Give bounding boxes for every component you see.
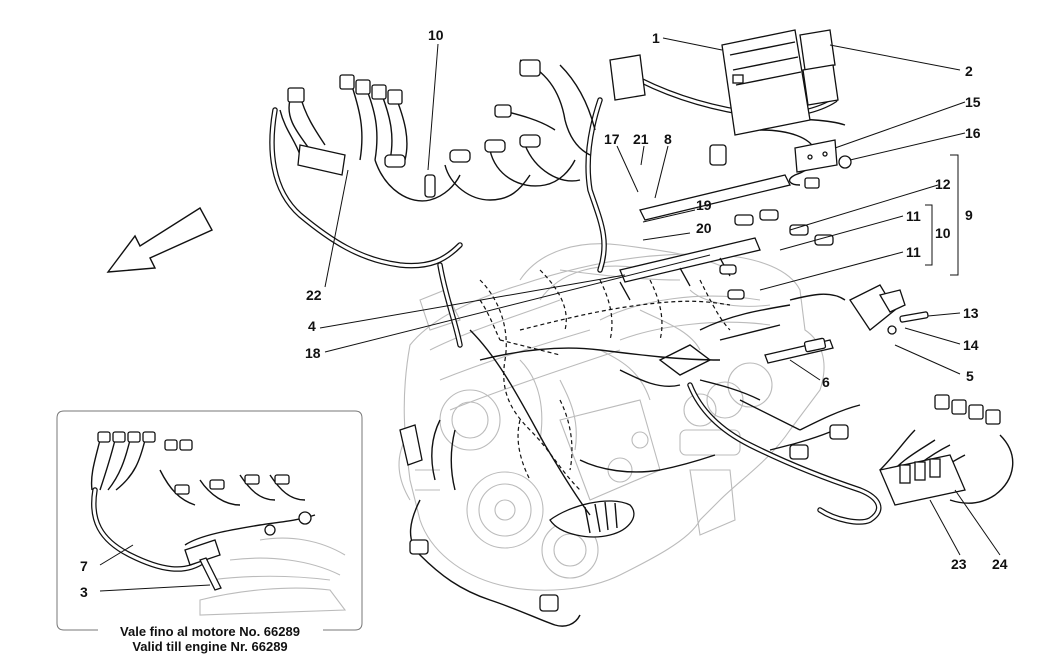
engine-block (398, 243, 825, 591)
callout-10b: 10 (935, 225, 951, 241)
bracket-15 (794, 139, 838, 173)
inset-panel: 7 3 Vale fino al motore No. 66289 Valid … (56, 410, 363, 654)
leader-lines (319, 37, 1001, 556)
callout-6: 6 (822, 374, 830, 390)
callout-23: 23 (951, 556, 967, 572)
main-wiring-harness (269, 77, 882, 525)
callout-12: 12 (935, 176, 951, 192)
callout-10: 10 (428, 27, 444, 43)
ecu-connectors (799, 29, 839, 106)
inset-harness (90, 431, 316, 591)
callout-24: 24 (992, 556, 1008, 572)
callout-16: 16 (965, 125, 981, 141)
connectors-22 (287, 74, 403, 176)
callout-15: 15 (965, 94, 981, 110)
callout-22: 22 (306, 287, 322, 303)
sensor-5-assembly (849, 284, 929, 335)
callout-3: 3 (80, 584, 88, 600)
inset-caption-line-2: Valid till engine Nr. 66289 (132, 639, 287, 654)
callout-17: 17 (604, 131, 620, 147)
injector-fuel-rail (619, 174, 791, 301)
callout-9: 9 (965, 207, 973, 223)
callout-2: 2 (965, 63, 973, 79)
relay-box-23-24 (879, 454, 966, 506)
pulley-belt (549, 500, 635, 538)
inset-frame (56, 410, 363, 631)
right-connectors (789, 394, 1001, 460)
top-connectors (494, 54, 820, 189)
callout-7: 7 (80, 558, 88, 574)
hidden-wiring-dashed (479, 269, 731, 491)
brace-9 (950, 154, 959, 276)
wiring-branches (279, 59, 1014, 627)
inset-caption-line-1: Vale fino al motore No. 66289 (120, 624, 300, 639)
callout-8: 8 (664, 131, 672, 147)
callout-11a: 11 (906, 208, 921, 224)
callout-14: 14 (963, 337, 979, 353)
callout-5: 5 (966, 368, 974, 384)
ecu-module (721, 29, 811, 136)
injectors-right (719, 209, 834, 300)
nut-16 (838, 155, 852, 169)
callout-11b: 11 (906, 244, 921, 260)
callout-19: 19 (696, 197, 712, 213)
sensor-6 (764, 337, 834, 364)
direction-arrow (106, 207, 213, 273)
lower-connectors (399, 424, 559, 612)
inset-engine (199, 537, 347, 616)
callout-1: 1 (652, 30, 660, 46)
brace-10 (925, 204, 933, 266)
callout-13: 13 (963, 305, 979, 321)
callout-18: 18 (305, 345, 321, 361)
injectors-left (384, 134, 541, 198)
callout-21: 21 (633, 131, 649, 147)
callout-20: 20 (696, 220, 712, 236)
callout-labels: 1 2 15 16 10 17 21 8 19 20 12 11 9 10 11… (305, 27, 1008, 572)
callout-4: 4 (308, 318, 316, 334)
